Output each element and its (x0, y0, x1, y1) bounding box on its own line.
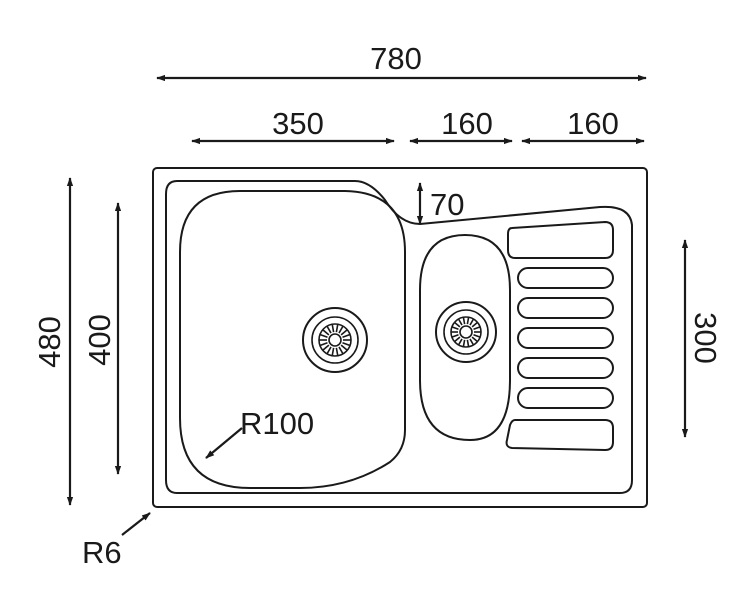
main-bowl (179, 190, 406, 489)
dim-label-r6: R6 (82, 535, 122, 570)
dim-label-r100: R100 (240, 406, 314, 441)
dim-label-350: 350 (272, 106, 324, 141)
drain-grate-slot (340, 344, 348, 351)
drain-grate-slot (331, 347, 335, 356)
small-bowl-drain (435, 301, 497, 363)
drain-grate-slot (338, 346, 344, 355)
drain-grate-slot (342, 341, 351, 347)
dim-label-160-bowl: 160 (441, 106, 493, 141)
drain-grate-slot (326, 325, 332, 334)
leader-r6 (121, 512, 151, 536)
sink-outer-outline (152, 167, 648, 508)
drain-grate-slot (319, 341, 328, 347)
dim-label-780: 780 (370, 41, 422, 76)
dim-label-160-drainer: 160 (567, 106, 619, 141)
drain-grate-slot (342, 333, 351, 339)
drain-grate-slot (335, 347, 339, 356)
leader-r100 (205, 427, 243, 459)
drain-grate-slot (338, 325, 344, 334)
drain-grate-slot (466, 339, 470, 347)
drain-grate-slot (469, 338, 475, 346)
dim-label-300: 300 (688, 312, 723, 364)
drain-grate-slot (326, 346, 332, 355)
small-bowl (419, 233, 511, 442)
drain-grate-slot (453, 321, 461, 328)
drain-grate-slot (473, 326, 481, 331)
drain-grate-slot (340, 329, 348, 336)
drain-grate-slot (453, 336, 461, 343)
sink-inner-rim (165, 180, 633, 494)
drain-grate-slot (471, 321, 479, 328)
drain-grate-slot (466, 317, 470, 325)
drain-grate-slot (322, 329, 330, 336)
dim-label-400: 400 (82, 314, 117, 366)
drain-grate-slot (322, 344, 330, 351)
main-bowl-drain (302, 307, 368, 373)
drain-grate-slot (462, 317, 466, 325)
drain-grate-slot (451, 333, 459, 338)
drain-grate-slot (457, 338, 463, 346)
drain-grate-slot (462, 339, 466, 347)
dim-label-480: 480 (32, 316, 67, 368)
dim-label-70: 70 (430, 187, 464, 222)
drain-grate-slot (319, 333, 328, 339)
drain-grate-slot (457, 318, 463, 326)
drain-grate-slot (473, 333, 481, 338)
drain-grate-slot (335, 324, 339, 333)
drain-grate-slot (451, 326, 459, 331)
drain-grate-slot (469, 318, 475, 326)
drain-grate-slot (331, 324, 335, 333)
drainer-grooves (505, 220, 614, 452)
drain-grate-slot (471, 336, 479, 343)
